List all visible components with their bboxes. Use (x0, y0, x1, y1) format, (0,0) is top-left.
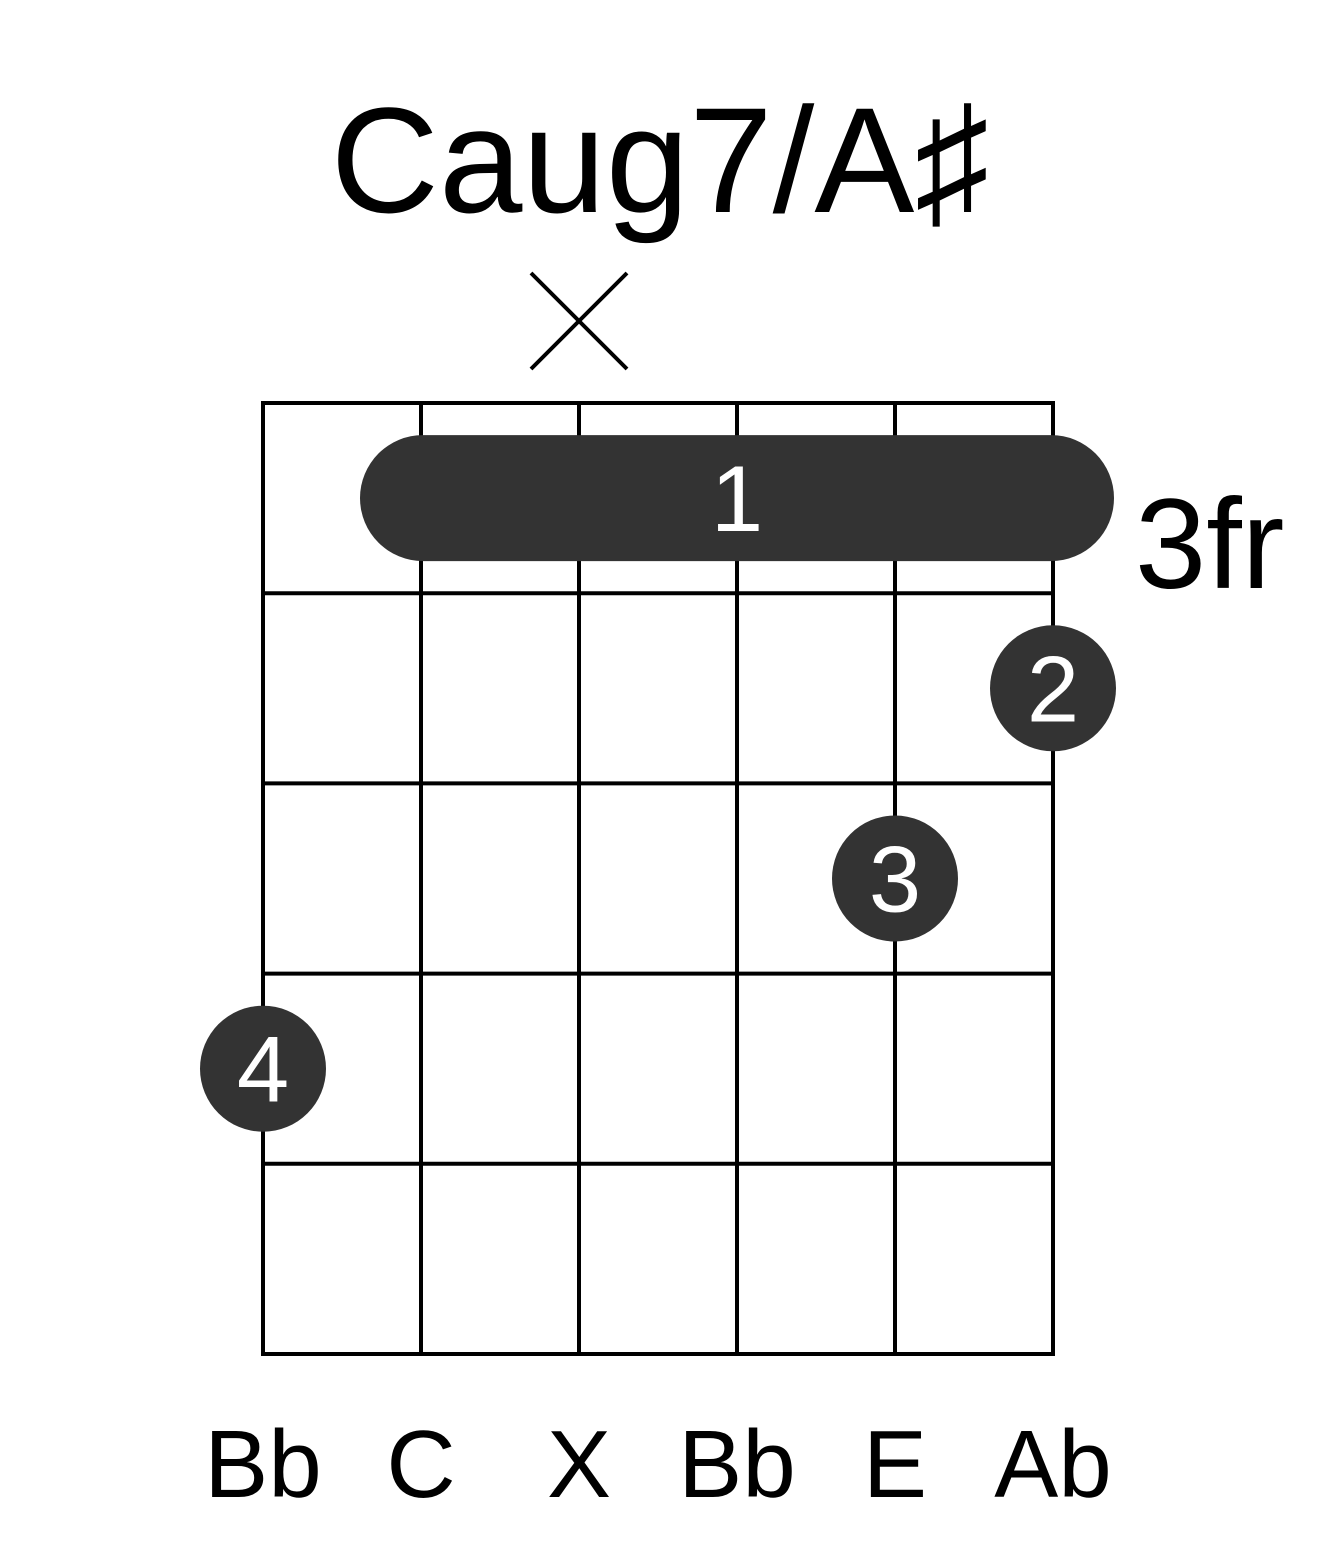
finger-dot (832, 815, 958, 942)
note-name-label: Bb (204, 1411, 321, 1518)
note-name-label: C (386, 1411, 455, 1518)
chord-title: Caug7/A♯ (331, 76, 990, 244)
note-name-label: Bb (678, 1411, 795, 1518)
barre-bar (360, 435, 1114, 562)
finger-number: 2 (1027, 636, 1079, 741)
fretboard-grid (261, 401, 1055, 1356)
finger-dots: 1 2 3 4 (200, 435, 1116, 1132)
fret-position-label: 3fr (1135, 473, 1284, 616)
finger-dot (990, 625, 1116, 752)
finger-dot (200, 1005, 326, 1132)
note-name-label: X (547, 1411, 611, 1518)
note-name-label: Ab (994, 1411, 1111, 1518)
finger-number: 4 (237, 1017, 289, 1122)
note-name-label: E (863, 1411, 927, 1518)
muted-string-marker (529, 271, 629, 371)
finger-number: 3 (869, 827, 921, 932)
string-markers (529, 271, 629, 371)
barre-finger-label: 1 (711, 446, 763, 551)
